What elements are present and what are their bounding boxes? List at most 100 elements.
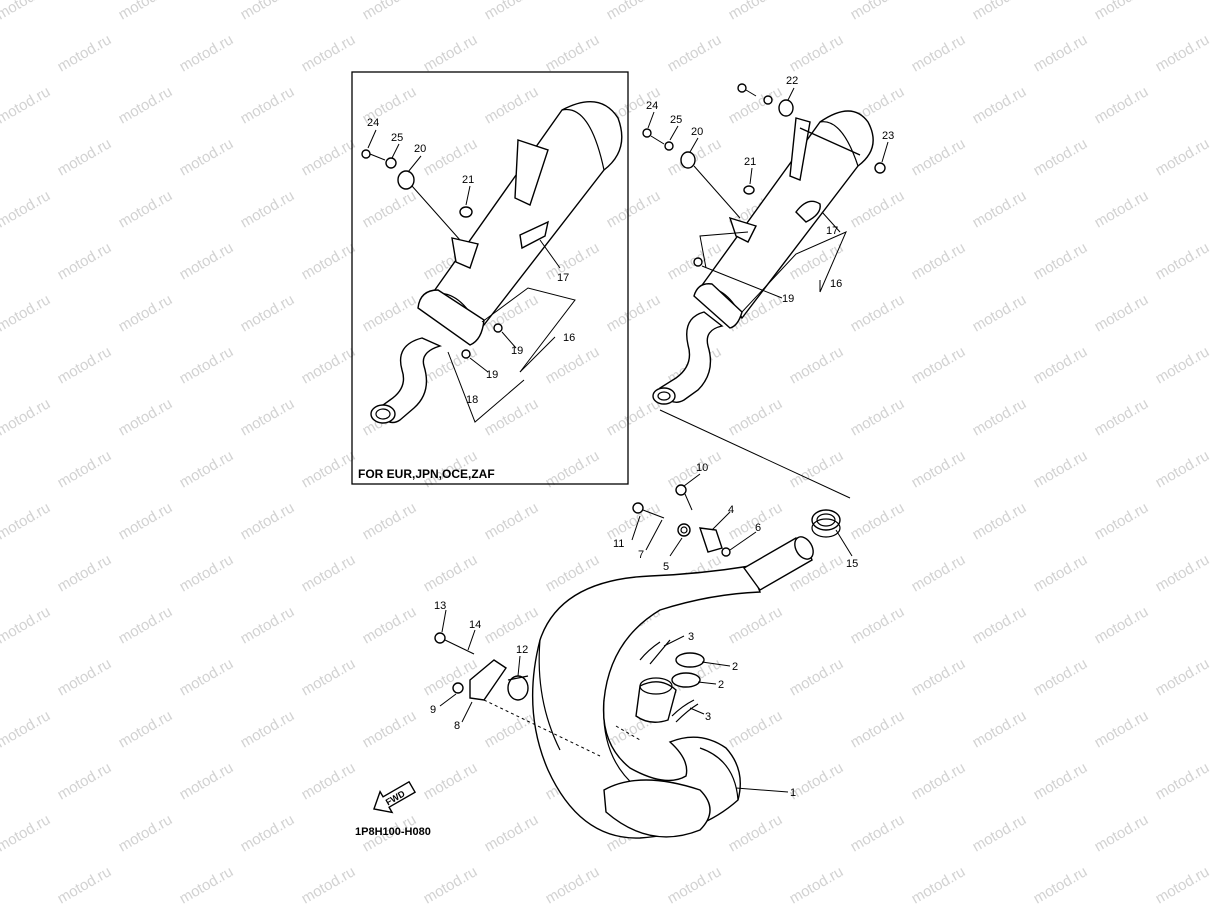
watermark-text: motod.ru [1031,447,1091,491]
watermark-text: motod.ru [1031,863,1091,907]
watermark-text: motod.ru [787,343,847,387]
watermark-text: motod.ru [1092,707,1152,751]
watermark-text: motod.ru [848,0,908,23]
watermark-text: motod.ru [177,343,237,387]
watermark-text: motod.ru [116,83,176,127]
watermark-text: motod.ru [726,83,786,127]
pipe-part-labels: 10 4 6 11 7 5 15 13 14 12 3 2 2 3 9 8 1 [430,462,858,799]
watermark-text: motod.ru [0,499,53,543]
watermark-text: motod.ru [0,291,53,335]
part-label-19-a: 19 [511,345,523,357]
watermark-text: motod.ru [1153,239,1213,283]
watermark-text: motod.ru [970,499,1030,543]
watermark-text: motod.ru [55,863,115,907]
watermark-text: motod.ru [421,551,481,595]
watermark-text: motod.ru [665,863,725,907]
watermark-text: motod.ru [848,811,908,855]
watermark-text: motod.ru [238,83,298,127]
watermark-text: motod.ru [177,759,237,803]
part-label-19-b: 19 [486,369,498,381]
watermark-text: motod.ru [177,863,237,907]
watermark-text: motod.ru [1031,239,1091,283]
muffler-assembly [642,83,889,499]
part-label-17: 17 [826,225,838,237]
watermark-text: motod.ru [299,135,359,179]
watermark-text: motod.ru [177,31,237,75]
watermark-text: motod.ru [116,0,176,23]
watermark-text: motod.ru [848,291,908,335]
watermark-text: motod.ru [238,499,298,543]
watermark-text: motod.ru [848,395,908,439]
watermark-text: motod.ru [1153,31,1213,75]
watermark-text: motod.ru [421,135,481,179]
watermark-text: motod.ru [482,603,542,647]
watermark-text: motod.ru [543,31,603,75]
watermark-text: motod.ru [726,603,786,647]
part-label-25: 25 [391,132,403,144]
watermark-text: motod.ru [299,343,359,387]
part-label-21: 21 [462,174,474,186]
watermark-text: motod.ru [1031,343,1091,387]
watermark-text: motod.ru [1092,187,1152,231]
part-label-17: 17 [557,272,569,284]
watermark-text: motod.ru [1031,551,1091,595]
part-label-1: 1 [790,787,796,799]
watermark-text: motod.ru [116,811,176,855]
watermark-text: motod.ru [909,863,969,907]
part-label-15: 15 [846,558,858,570]
part-label-25: 25 [670,114,682,126]
part-label-13: 13 [434,600,446,612]
part-label-2-b: 2 [718,679,724,691]
watermark-text: motod.ru [665,447,725,491]
watermark-text: motod.ru [421,31,481,75]
watermark-text: motod.ru [360,291,420,335]
watermark-text: motod.ru [543,447,603,491]
watermark-text: motod.ru [543,863,603,907]
part-label-14: 14 [469,619,481,631]
watermark-text: motod.ru [970,395,1030,439]
inset-muffler [361,101,623,424]
watermark-text: motod.ru [299,863,359,907]
watermark-text: motod.ru [116,499,176,543]
inset-part-labels: 24 25 20 21 17 16 19 19 18 [367,117,575,406]
watermark-text: motod.ru [360,0,420,23]
watermark-text: motod.ru [787,31,847,75]
drawing-code: 1P8H100-H080 [355,826,431,838]
watermark-text: motod.ru [55,343,115,387]
watermark-text: motod.ru [970,83,1030,127]
watermark-text: motod.ru [482,0,542,23]
part-label-24: 24 [367,117,379,129]
watermark-text: motod.ru [909,31,969,75]
inset-frame [351,71,629,485]
watermark-text: motod.ru [421,759,481,803]
watermark-text: motod.ru [0,603,53,647]
watermark-text: motod.ru [1092,603,1152,647]
watermark-text: motod.ru [360,187,420,231]
watermark-text: motod.ru [0,0,53,23]
watermark-text: motod.ru [360,603,420,647]
watermark-text: motod.ru [909,447,969,491]
part-label-21: 21 [744,156,756,168]
watermark-text: motod.ru [1031,135,1091,179]
watermark-text: motod.ru [848,603,908,647]
watermark-text: motod.ru [360,499,420,543]
part-label-8: 8 [454,720,460,732]
watermark-text: motod.ru [482,499,542,543]
watermark-text: motod.ru [0,187,53,231]
watermark-text: motod.ru [482,395,542,439]
part-label-20: 20 [414,143,426,155]
watermark-text: motod.ru [909,135,969,179]
part-label-7: 7 [638,549,644,561]
watermark-text: motod.ru [299,759,359,803]
watermark-text: motod.ru [55,655,115,699]
watermark-text: motod.ru [482,707,542,751]
watermark-text: motod.ru [726,707,786,751]
watermark-text: motod.ru [0,83,53,127]
watermark-text: motod.ru [55,447,115,491]
watermark-text: motod.ru [1092,395,1152,439]
part-label-11: 11 [613,538,624,550]
watermark-text: motod.ru [1153,135,1213,179]
watermark-text: motod.ru [604,395,664,439]
part-label-18: 18 [466,394,478,406]
